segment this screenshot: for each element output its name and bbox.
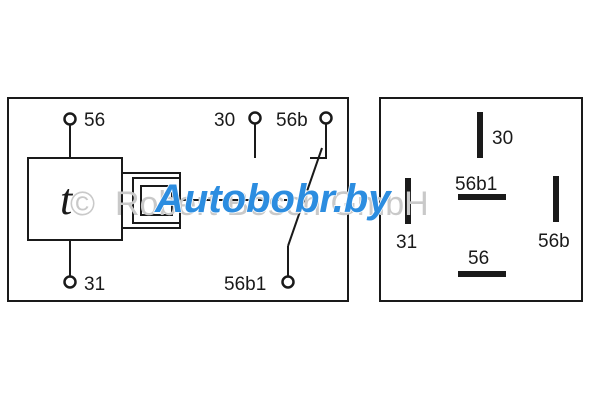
terminal-56-pin xyxy=(63,112,77,126)
pinout-panel xyxy=(379,97,583,302)
timer-block xyxy=(27,157,123,241)
wire-56b xyxy=(310,124,327,159)
terminal-31-label: 31 xyxy=(84,274,105,295)
schematic-panel xyxy=(7,97,349,302)
company-watermark: Robert Bosch GmbH xyxy=(115,185,429,223)
coil-wire-bottom xyxy=(122,223,181,229)
terminal-30-label: 30 xyxy=(214,110,235,131)
pin-56b1-blade xyxy=(458,194,506,200)
pin-56b-blade xyxy=(553,176,559,222)
pin-30-label: 30 xyxy=(492,128,513,149)
pinout-frame xyxy=(379,97,583,302)
relay-coil-inner xyxy=(140,185,173,216)
terminal-31-pin xyxy=(63,275,77,289)
timer-symbol: t xyxy=(60,175,74,224)
pin-56b1-label: 56b1 xyxy=(455,174,497,195)
terminal-56b-pin xyxy=(319,111,333,125)
pin-56-label: 56 xyxy=(468,248,489,269)
pin-56-blade xyxy=(458,271,506,277)
terminal-30-pin xyxy=(248,111,262,125)
pin-31-label: 31 xyxy=(396,232,417,253)
coil-wire-top xyxy=(122,172,181,178)
switch-blade xyxy=(287,147,323,247)
pin-56b-label: 56b xyxy=(538,231,570,252)
copyright-watermark: © xyxy=(70,185,95,223)
site-watermark: Autobobr.by xyxy=(154,177,392,221)
terminal-56b1-label: 56b1 xyxy=(224,274,266,295)
pin-30-blade xyxy=(477,112,483,158)
schematic-frame xyxy=(7,97,349,302)
pin-31-blade xyxy=(405,178,411,224)
terminal-56b-label: 56b xyxy=(276,110,308,131)
terminal-56b1-pin xyxy=(281,275,295,289)
terminal-56-label: 56 xyxy=(84,110,105,131)
